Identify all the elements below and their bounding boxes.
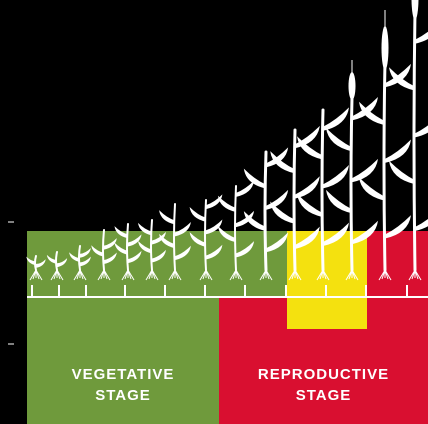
vegetative-stage-label: VEGETATIVE STAGE	[27, 364, 219, 406]
highlight-extension	[287, 297, 367, 329]
reproductive-stage-label: REPRODUCTIVE STAGE	[219, 364, 428, 406]
reproductive-band	[367, 231, 428, 297]
